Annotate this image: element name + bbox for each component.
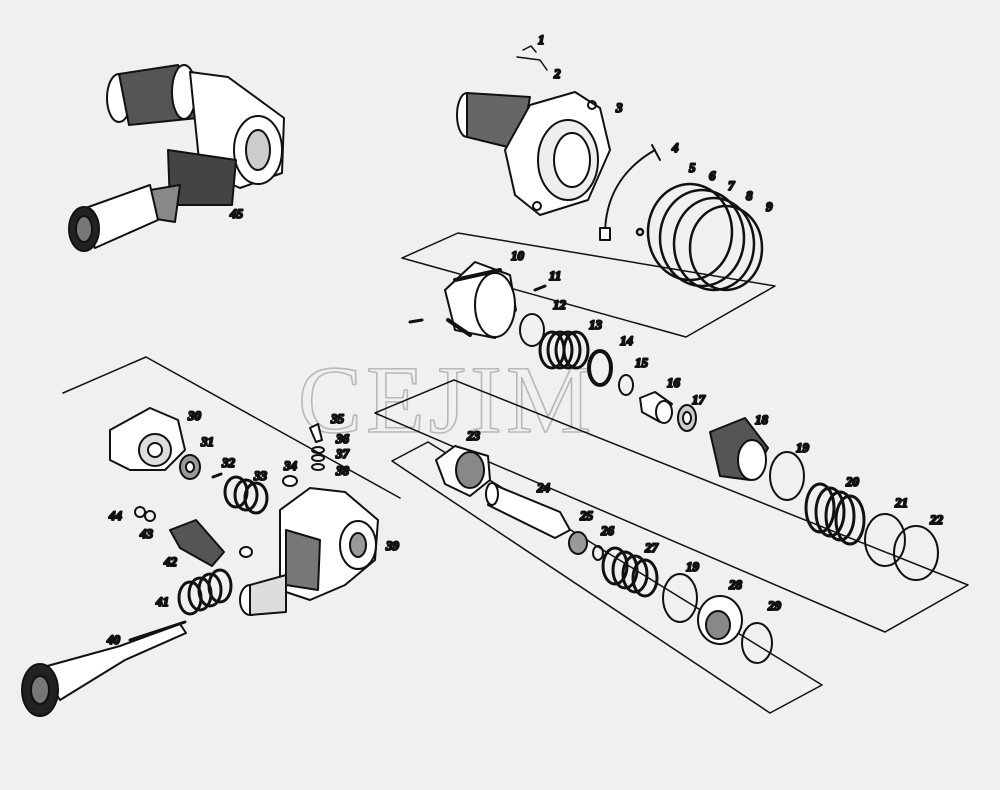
callout-labels: 1 2 3 4 5 6 7 8 9 10 11 12 13 14 15 16 1…: [105, 31, 945, 648]
part-17-ring: [677, 404, 697, 432]
callout-16: 16: [667, 375, 681, 390]
parts-43-44-pins: [134, 506, 156, 522]
callout-20: 20: [845, 474, 860, 489]
callout-7: 7: [728, 178, 735, 193]
callout-23: 23: [466, 428, 481, 443]
callout-9: 9: [766, 199, 773, 214]
callout-30: 30: [187, 408, 202, 423]
callout-22: 22: [929, 512, 944, 527]
callout-43: 43: [139, 526, 154, 541]
part-33-spring: [223, 475, 269, 515]
callout-21: 21: [894, 495, 908, 510]
part-10-cage: [408, 261, 517, 339]
callout-44: 44: [108, 508, 123, 523]
part-26-washer: [592, 545, 604, 561]
callout-4: 4: [671, 140, 679, 155]
part-19-o-ring-lower: [662, 573, 698, 623]
callout-39: 39: [385, 538, 400, 553]
part-3-housing: [456, 91, 611, 216]
callout-26: 26: [600, 523, 615, 538]
parts-5-9-spring-set: [635, 182, 764, 292]
part-12-ring: [519, 313, 545, 347]
part-20-spring: [804, 482, 866, 546]
part-23-fitting: [435, 445, 491, 497]
panel-left: [62, 356, 401, 499]
part-1-2-clip: [516, 45, 548, 71]
callout-38: 38: [335, 463, 350, 478]
panel-middle: [374, 379, 969, 633]
part-29-snap-ring: [741, 622, 773, 664]
callout-33: 33: [253, 468, 268, 483]
callout-31: 31: [200, 434, 214, 449]
callout-5: 5: [689, 160, 696, 175]
callout-40: 40: [106, 632, 121, 647]
callout-41: 41: [155, 594, 169, 609]
callout-19-lower: 19: [686, 559, 700, 574]
callout-37: 37: [335, 446, 350, 461]
part-39-valve-body: [239, 487, 379, 616]
part-27-spring: [601, 546, 659, 598]
part-34-plug: [282, 475, 298, 487]
callout-11: 11: [549, 268, 561, 283]
callout-14: 14: [620, 333, 634, 348]
part-21-plate: [864, 513, 906, 567]
part-13-spring: [538, 330, 590, 370]
callout-8: 8: [746, 188, 753, 203]
parts-35-38-screw-set: [309, 423, 325, 471]
part-31-ring: [179, 454, 201, 480]
callout-12: 12: [553, 297, 567, 312]
callout-45: 45: [229, 206, 244, 221]
part-15-washer: [618, 374, 634, 396]
callout-13: 13: [589, 317, 603, 332]
panel-upper: [401, 232, 776, 338]
part-24-stem: [485, 482, 571, 539]
part-32-pin: [211, 472, 223, 479]
callout-35: 35: [330, 411, 345, 426]
callout-27: 27: [644, 540, 659, 555]
callout-2: 2: [553, 66, 561, 81]
callout-32: 32: [221, 455, 236, 470]
callout-36: 36: [335, 431, 350, 446]
callout-29: 29: [767, 598, 782, 613]
callout-18: 18: [755, 412, 769, 427]
part-42-lever: [169, 519, 225, 567]
callout-34: 34: [283, 458, 298, 473]
callout-1: 1: [538, 32, 545, 47]
part-25-washer: [568, 531, 588, 555]
callout-28: 28: [728, 577, 743, 592]
part-18-piston: [709, 417, 769, 481]
callout-6: 6: [709, 168, 716, 183]
part-28-cap: [697, 595, 743, 645]
part-4-wire: [599, 144, 661, 241]
part-30-cover: [109, 407, 186, 471]
callout-17: 17: [692, 392, 706, 407]
part-16-bushing: [639, 391, 673, 424]
part-14-ring: [587, 349, 613, 387]
panel-lower: [391, 441, 823, 714]
part-19-o-ring-upper: [769, 451, 805, 501]
callout-15: 15: [635, 355, 649, 370]
part-45-assembled-unit: [68, 64, 285, 252]
callout-3: 3: [615, 100, 623, 115]
part-22-plate: [893, 525, 939, 581]
callout-24: 24: [536, 480, 551, 495]
callout-19-upper: 19: [796, 440, 810, 455]
part-41-spring: [177, 568, 233, 616]
part-40-lever-handle: [21, 620, 187, 717]
part-11-pin: [533, 284, 547, 292]
callout-10: 10: [511, 248, 525, 263]
callout-25: 25: [579, 508, 594, 523]
callout-42: 42: [163, 554, 178, 569]
